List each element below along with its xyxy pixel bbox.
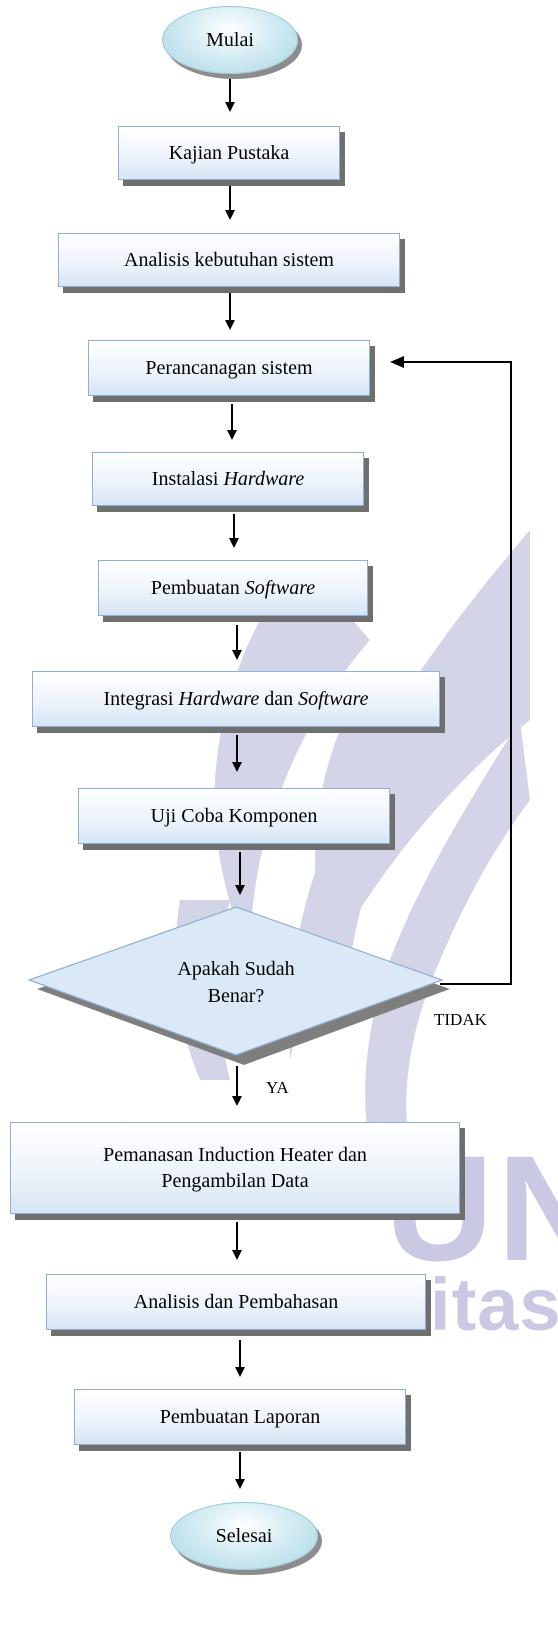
- decision-line-2: Benar?: [207, 985, 265, 1007]
- start-label: Mulai: [206, 28, 254, 51]
- analisis-kebutuhan-label: Analisis kebutuhan sistem: [124, 249, 334, 271]
- end-label: Selesai: [215, 1524, 273, 1547]
- uji-coba-label: Uji Coba Komponen: [150, 805, 318, 827]
- perancangan-label: Perancanagan sistem: [145, 357, 313, 379]
- pembuatan-software-box: Pembuatan Software: [98, 560, 368, 616]
- integrasi-box: Integrasi Hardware dan Software: [32, 671, 440, 727]
- start-terminal: Mulai: [162, 6, 298, 74]
- pembuatan-software-label: Pembuatan Software: [150, 577, 316, 599]
- arrow-loop-back: [390, 356, 512, 985]
- end-terminal: Selesai: [170, 1502, 318, 1570]
- integrasi-label: Integrasi Hardware dan Software: [103, 688, 369, 710]
- no-label: TIDAK: [428, 1008, 493, 1032]
- analisis-kebutuhan-box: Analisis kebutuhan sistem: [58, 233, 400, 287]
- instalasi-hardware-box: Instalasi Hardware: [92, 452, 364, 506]
- decision-line-1: Apakah Sudah: [177, 958, 295, 980]
- pemanasan-box: Pemanasan Induction Heater dan Pengambil…: [10, 1122, 460, 1214]
- pembuatan-laporan-label: Pembuatan Laporan: [159, 1406, 321, 1428]
- kajian-pustaka-box: Kajian Pustaka: [118, 126, 340, 180]
- perancangan-box: Perancanagan sistem: [88, 340, 370, 396]
- analisis-pembahasan-box: Analisis dan Pembahasan: [46, 1274, 426, 1330]
- pembuatan-laporan-box: Pembuatan Laporan: [74, 1389, 406, 1445]
- instalasi-hardware-label: Instalasi Hardware: [151, 468, 305, 490]
- kajian-pustaka-label: Kajian Pustaka: [168, 142, 290, 164]
- decision-label: Apakah Sudah Benar?: [136, 956, 336, 1010]
- uji-coba-box: Uji Coba Komponen: [78, 788, 390, 844]
- pemanasan-line-1: Pemanasan Induction Heater dan: [103, 1144, 367, 1166]
- analisis-pembahasan-label: Analisis dan Pembahasan: [133, 1291, 339, 1313]
- yes-label: YA: [266, 1078, 289, 1097]
- pemanasan-line-2: Pengambilan Data: [161, 1170, 309, 1192]
- pemanasan-label: Pemanasan Induction Heater dan Pengambil…: [103, 1142, 367, 1194]
